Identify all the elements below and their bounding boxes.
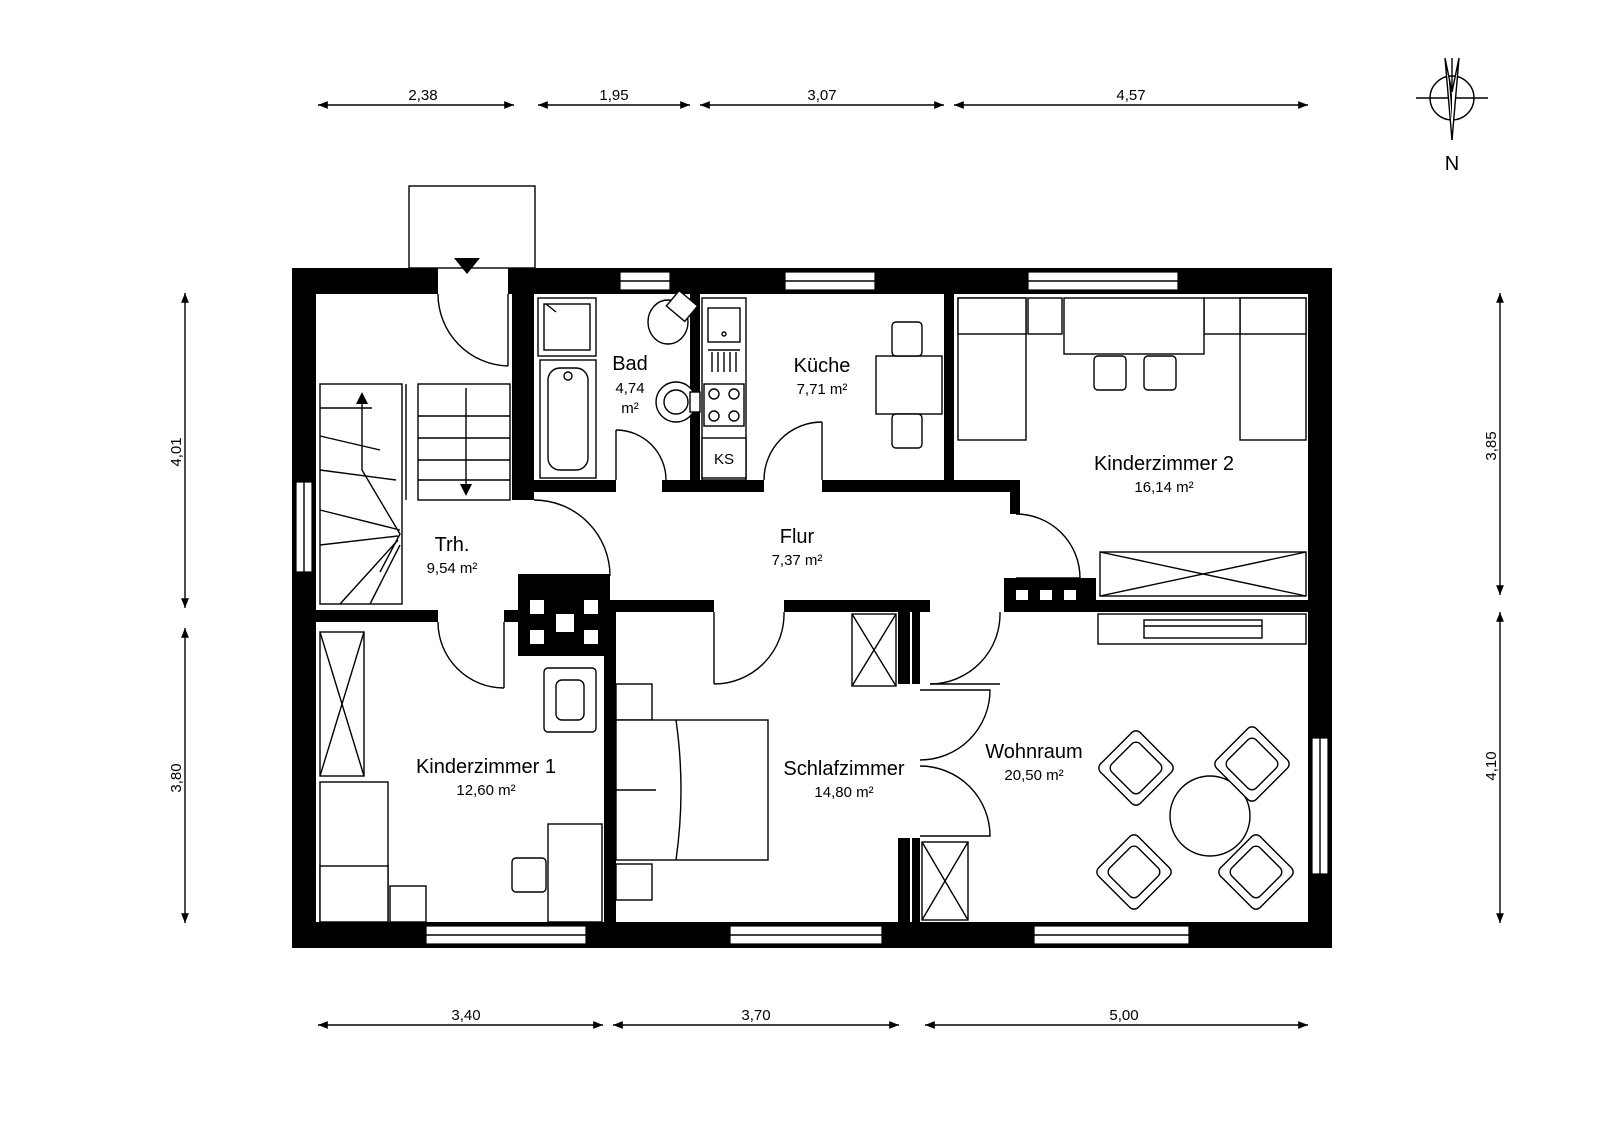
entrance-arrow-icon (454, 258, 480, 274)
doors (437, 293, 1081, 837)
dimension-lines-bottom: 3,40 3,70 5,00 (318, 1007, 1308, 1029)
kinderzimmer2-furniture (957, 297, 1307, 597)
kitchen-fixtures: KS (701, 297, 943, 481)
room-area-kinderzimmer1: 12,60 m² (456, 782, 515, 799)
nightstand (615, 863, 653, 901)
room-area-bad-unit: m² (621, 400, 639, 417)
room-name-treppenhaus: Trh. (435, 534, 470, 556)
dim-top-1: 2,38 (408, 87, 437, 104)
dim-top-4: 4,57 (1116, 87, 1145, 104)
fridge-label: KS (714, 451, 734, 468)
staircase (319, 383, 511, 605)
kitchen-chair (891, 321, 923, 357)
room-name-schlafzimmer: Schlafzimmer (783, 758, 904, 780)
kitchen-sink-icon (707, 307, 741, 343)
room-area-flur: 7,37 m² (772, 552, 823, 569)
room-area-wohnraum: 20,50 m² (1004, 767, 1063, 784)
kinderzimmer1-furniture (319, 631, 603, 923)
round-table (1169, 775, 1251, 857)
room-name-kinderzimmer1: Kinderzimmer 1 (416, 756, 556, 778)
room-area-kinderzimmer2: 16,14 m² (1134, 479, 1193, 496)
tv-sideboard (1097, 613, 1307, 645)
schlafzimmer-furniture (615, 613, 969, 921)
dim-left-1: 4,01 (168, 437, 185, 466)
room-name-bad: Bad (612, 353, 648, 375)
room-area-treppenhaus: 9,54 m² (427, 560, 478, 577)
nightstand (615, 683, 653, 721)
room-name-flur: Flur (780, 526, 815, 548)
dim-bottom-3: 5,00 (1109, 1007, 1138, 1024)
desk (547, 823, 603, 923)
tv (1143, 619, 1263, 639)
compass-rose-icon: N (1416, 57, 1488, 175)
kitchen-chair (891, 413, 923, 449)
bathroom-fixtures (537, 289, 701, 479)
dim-right-1: 3,85 (1483, 431, 1500, 460)
chair (1143, 355, 1177, 391)
room-labels: Bad 4,74 m² Küche 7,71 m² Kinderzimmer 2… (416, 353, 1234, 801)
fridge (701, 437, 747, 479)
dim-bottom-1: 3,40 (451, 1007, 480, 1024)
dimension-lines-right: 3,85 4,10 (1483, 293, 1504, 923)
chair (1093, 355, 1127, 391)
compass-north-label: N (1445, 153, 1459, 175)
room-area-bad: 4,74 (615, 380, 644, 397)
dim-bottom-2: 3,70 (741, 1007, 770, 1024)
nightstand (1027, 297, 1063, 335)
room-area-schlafzimmer: 14,80 m² (814, 784, 873, 801)
room-name-kueche: Küche (794, 355, 851, 377)
wohnraum-furniture (1096, 613, 1307, 910)
kitchen-table (875, 355, 943, 415)
entrance-porch (408, 185, 536, 274)
nightstand (1203, 297, 1241, 335)
dim-top-3: 3,07 (807, 87, 836, 104)
watermark: Immogrundriss (1318, 668, 1329, 734)
windows (295, 271, 1329, 945)
interior-walls (316, 268, 1308, 922)
dim-top-2: 1,95 (599, 87, 628, 104)
desk (1063, 297, 1205, 355)
room-area-kueche: 7,71 m² (797, 381, 848, 398)
room-name-kinderzimmer2: Kinderzimmer 2 (1094, 453, 1234, 475)
dimension-lines-top: 2,38 1,95 3,07 4,57 (318, 87, 1308, 109)
dim-right-2: 4,10 (1483, 751, 1500, 780)
dim-left-2: 3,80 (168, 763, 185, 792)
nightstand (389, 885, 427, 923)
dimension-lines-left: 4,01 3,80 (168, 293, 189, 923)
room-name-wohnraum: Wohnraum (985, 741, 1082, 763)
chair (511, 857, 547, 893)
